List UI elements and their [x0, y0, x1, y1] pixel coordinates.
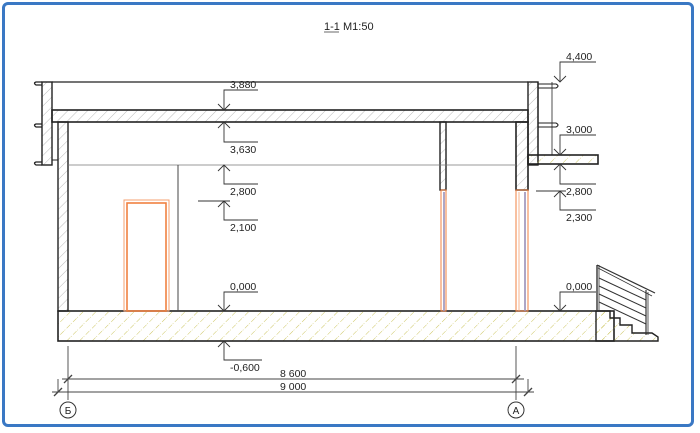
level-3880: 3,880 [230, 79, 256, 91]
level-marker-2800-right [553, 163, 596, 185]
axis-bubble-a: А [507, 401, 525, 419]
level-marker-3630 [217, 121, 258, 143]
level-marker-0000-left [217, 291, 258, 312]
level-marker-3880 [217, 89, 258, 111]
door-opening [123, 199, 170, 312]
axis-label-b: Б [65, 406, 72, 417]
level-4400: 4,400 [566, 51, 592, 63]
level-2100: 2,100 [230, 222, 256, 234]
axis-label-a: А [513, 406, 520, 417]
dim-inner: 8 600 [280, 368, 306, 380]
canopy-slab [527, 154, 599, 165]
scale-label: M1:50 [343, 21, 374, 33]
right-wall [515, 121, 529, 191]
level-marker-3000 [553, 134, 596, 156]
level-0000-left: 0,000 [230, 281, 256, 293]
level-minus600: -0,600 [230, 362, 260, 374]
stair-railing [596, 264, 656, 335]
level-marker-4400 [553, 61, 596, 83]
level-2800-right: 2,800 [566, 186, 592, 198]
level-marker-0000-right [553, 291, 596, 312]
level-2300: 2,300 [566, 212, 592, 224]
level-marker-2800 [217, 164, 258, 185]
stair-steps [595, 310, 659, 342]
right-parapet [527, 81, 539, 166]
level-marker-minus600 [217, 340, 262, 361]
roof-slab [51, 109, 529, 123]
level-2800: 2,800 [230, 186, 256, 198]
glazed-opening-middle [440, 189, 447, 312]
left-drip-edges [33, 81, 42, 166]
level-3000: 3,000 [566, 124, 592, 136]
level-0000-right: 0,000 [566, 281, 592, 293]
left-wall [57, 121, 69, 312]
level-3630: 3,630 [230, 144, 256, 156]
interior-column [439, 121, 447, 191]
dim-overall: 9 000 [280, 381, 306, 393]
level-marker-2100 [198, 200, 258, 221]
left-parapet [41, 81, 53, 166]
level-marker-2300 [536, 190, 596, 211]
section-number: 1-1 [324, 21, 340, 33]
drawing-frame [2, 2, 694, 427]
drawing-title: 1-1 M1:50 [324, 21, 374, 33]
glazed-opening-right [515, 189, 529, 312]
axis-bubble-b: Б [59, 401, 77, 419]
right-drip-edges [538, 83, 559, 128]
foundation-slab [57, 310, 615, 342]
